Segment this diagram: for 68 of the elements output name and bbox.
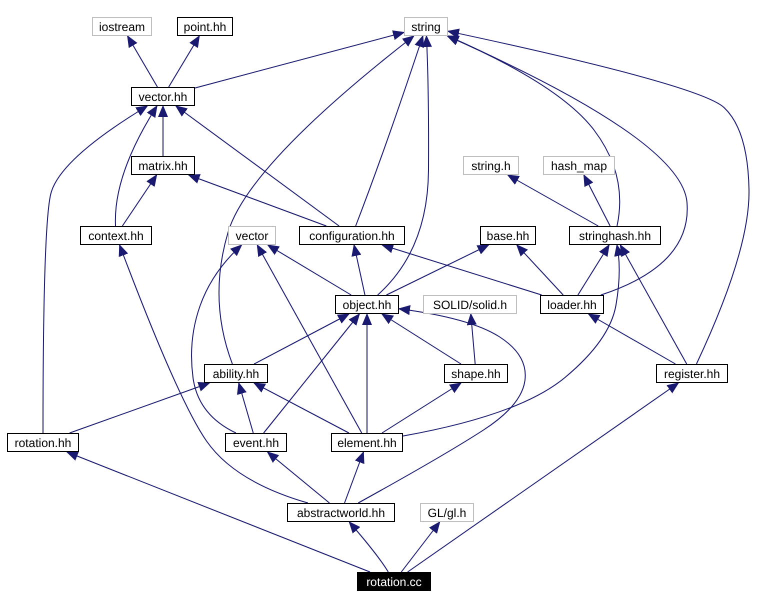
dependency-arrow <box>355 35 424 226</box>
header-file-box: register.hh <box>656 364 728 383</box>
dependency-arrow <box>69 382 210 434</box>
header-file-box: event.hh <box>225 433 287 452</box>
header-file-box: shape.hh <box>444 364 508 383</box>
header-file-box: matrix.hh <box>131 156 195 175</box>
dependency-arrow <box>122 174 158 226</box>
dependency-arrow <box>577 244 610 296</box>
dependency-arrow <box>382 382 462 434</box>
dependency-arrow <box>400 521 440 572</box>
dependency-arrow <box>168 35 200 88</box>
header-file-box: abstractworld.hh <box>287 503 395 522</box>
dependency-arrow <box>352 244 366 296</box>
dependency-arrow <box>237 382 254 434</box>
header-file-box: ability.hh <box>204 364 268 383</box>
dependency-arrow <box>253 382 350 434</box>
dependency-arrow <box>194 30 405 88</box>
dependency-arrow <box>466 313 477 364</box>
header-file-box: configuration.hh <box>299 226 405 245</box>
dependency-arrow <box>348 521 389 572</box>
header-file-box: vector.hh <box>131 87 195 106</box>
system-header-box: string <box>404 17 448 36</box>
dependency-arrow <box>263 313 360 434</box>
dependency-arrow <box>362 313 372 434</box>
dependency-arrow <box>66 451 370 572</box>
header-file-box: element.hh <box>331 433 403 452</box>
dependency-arrow <box>620 244 688 364</box>
system-header-box: hash_map <box>543 156 615 175</box>
dependency-arrow <box>175 105 340 226</box>
dependency-arrow <box>506 174 599 226</box>
header-file-box: context.hh <box>80 226 152 245</box>
dependency-arrow <box>402 244 624 437</box>
system-header-box: GL/gl.h <box>420 503 474 522</box>
dependency-arrow <box>386 244 490 296</box>
dependency-arrow <box>447 28 750 364</box>
dependency-arrow <box>158 105 168 156</box>
dependency-arrow <box>218 35 415 364</box>
dependency-arrow <box>344 451 364 504</box>
dependency-arrow <box>381 244 542 296</box>
header-file-box: loader.hh <box>540 295 604 314</box>
dependency-arrow <box>266 451 330 504</box>
dependency-arrow <box>516 244 564 296</box>
dependency-arrow <box>266 244 352 296</box>
dependency-arrow <box>381 313 462 364</box>
header-file-box: stringhash.hh <box>569 226 661 245</box>
header-file-box: base.hh <box>480 226 536 245</box>
dependency-arrow <box>588 314 676 364</box>
dependency-arrow <box>583 174 611 226</box>
header-file-box: rotation.hh <box>7 433 79 452</box>
dependency-arrow <box>377 35 432 296</box>
dependency-arrow <box>358 305 526 504</box>
dependency-arrow <box>256 244 362 434</box>
dependency-arrow <box>407 382 680 572</box>
dependency-arrow <box>114 105 158 226</box>
dependency-arrow <box>191 244 242 434</box>
dependency-arrow <box>446 36 688 296</box>
dependency-arrow <box>254 314 350 364</box>
dependency-arrow <box>188 174 327 226</box>
system-header-box: SOLID/solid.h <box>423 295 517 314</box>
system-header-box: vector <box>228 226 276 245</box>
system-header-box: string.h <box>463 156 519 175</box>
dependency-arrow <box>127 35 158 88</box>
system-header-box: iostream <box>92 17 152 36</box>
dependency-arrow <box>42 105 148 434</box>
dependency-arrow <box>118 244 308 504</box>
header-file-box: object.hh <box>335 295 399 314</box>
header-file-box: point.hh <box>177 17 233 36</box>
source-file-box: rotation.cc <box>357 572 431 591</box>
